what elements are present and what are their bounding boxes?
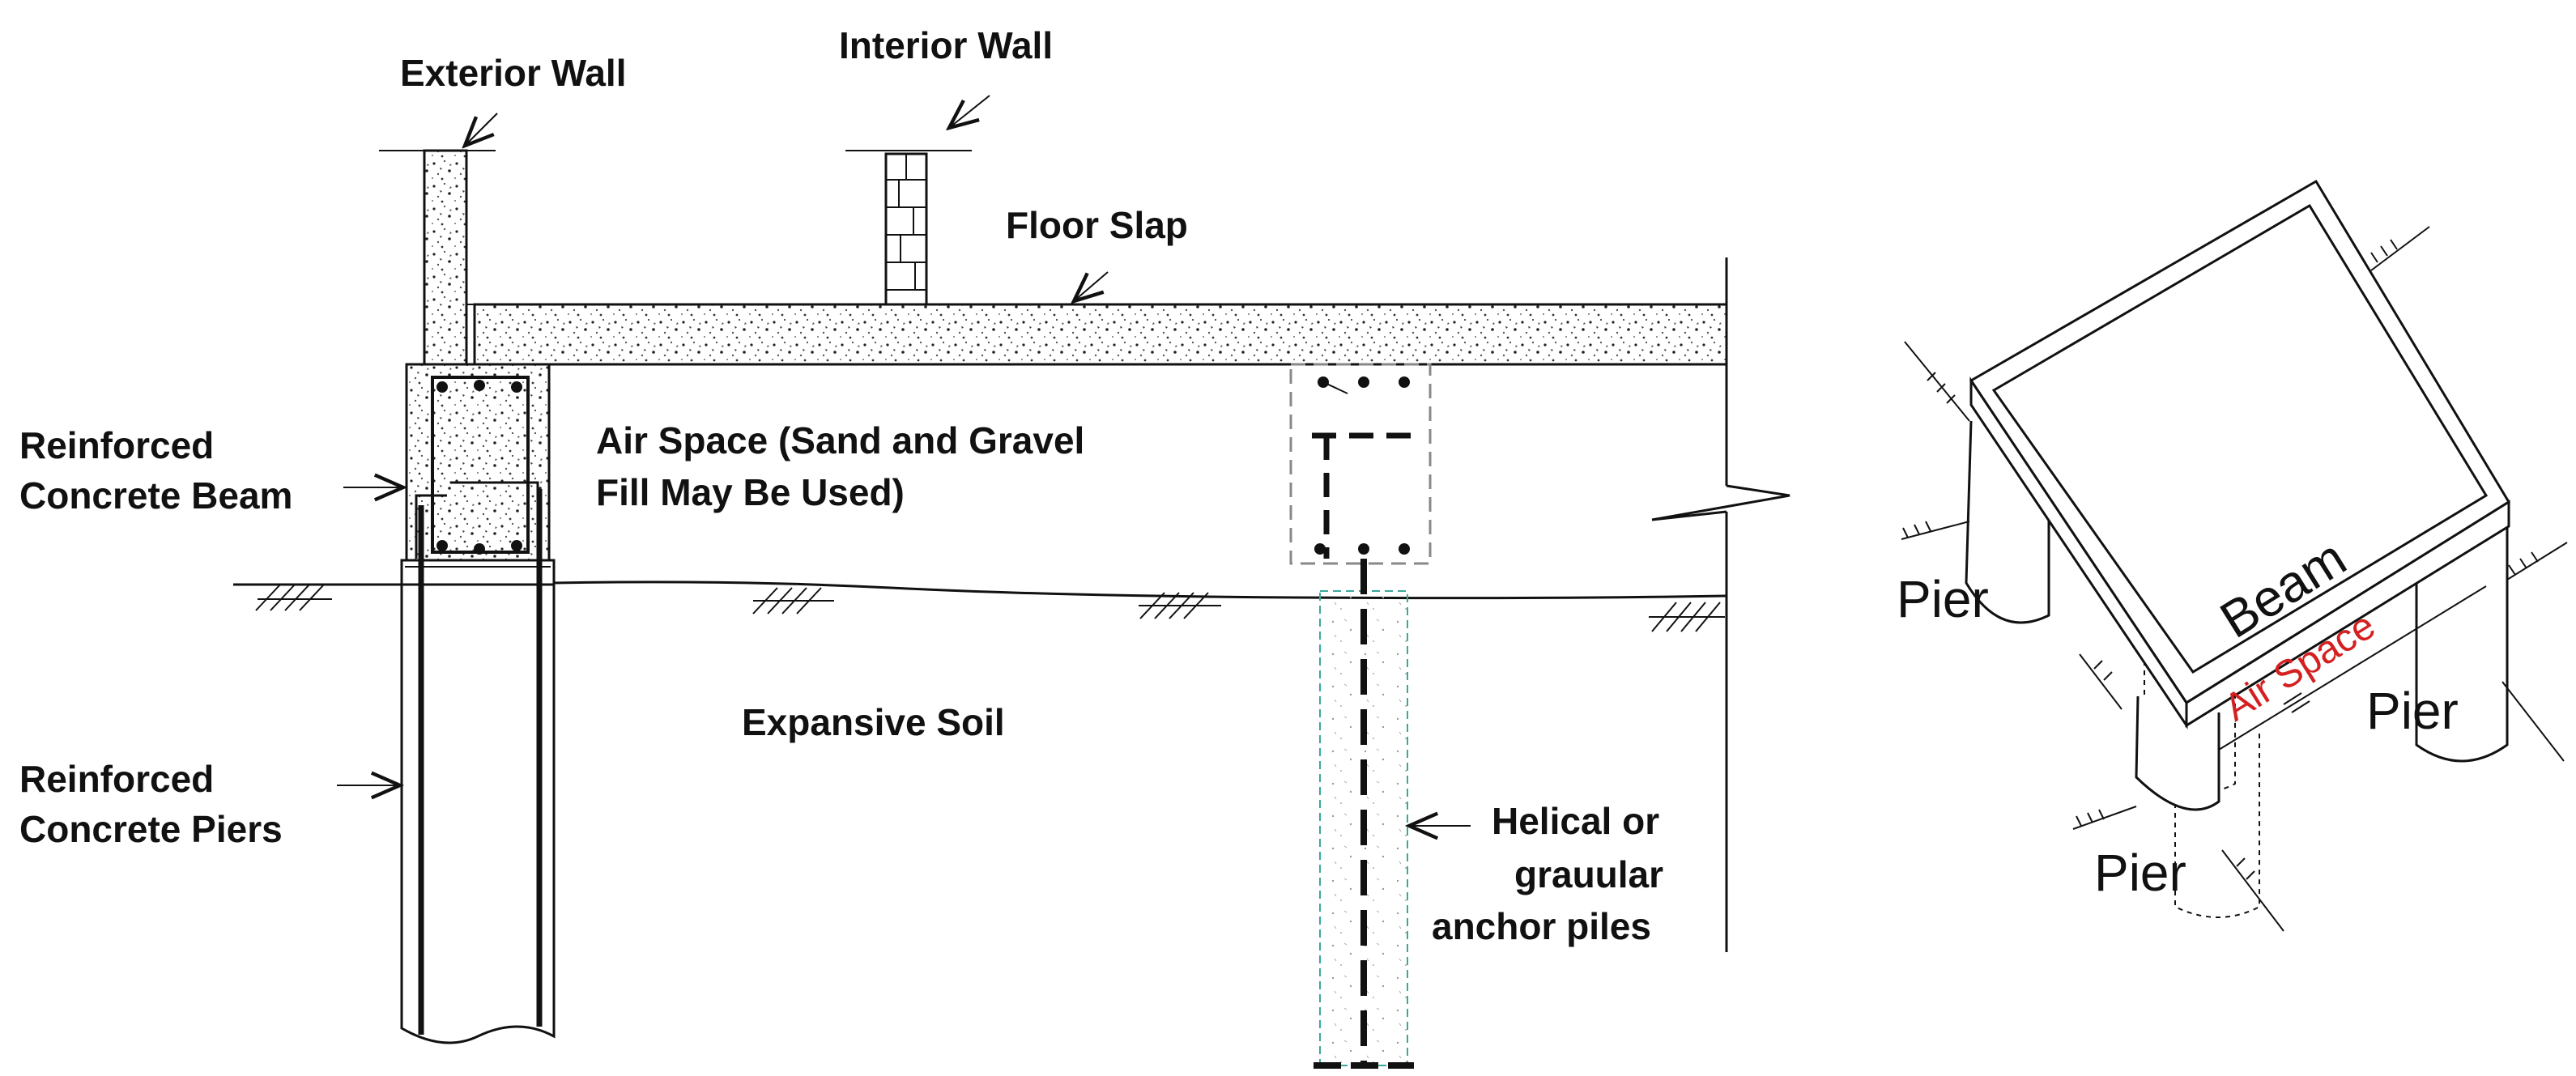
- iso-label-pier-right: Pier: [2366, 682, 2459, 740]
- section-view: Exterior Wall Interior Wall Floor Slap R…: [19, 24, 1790, 1069]
- label-air-space-line1: Air Space (Sand and Gravel: [596, 419, 1084, 461]
- break-line: [1651, 257, 1790, 952]
- leader-arrows: [337, 95, 1471, 826]
- label-piers-line2: Concrete Piers: [19, 808, 283, 850]
- iso-label-pier-left: Pier: [1897, 570, 1989, 628]
- label-anchor-line2: grauular: [1514, 853, 1663, 895]
- iso-slab: [1969, 179, 2511, 751]
- anchor-pile: [1314, 559, 1414, 1069]
- label-piers-line1: Reinforced: [19, 758, 214, 800]
- isometric-view: Beam Air Space Pier Pier Pier: [1897, 179, 2568, 932]
- label-expansive-soil: Expansive Soil: [742, 701, 1005, 743]
- label-anchor-line3: anchor piles: [1432, 905, 1651, 947]
- label-floor-slab: Floor Slap: [1006, 204, 1188, 246]
- label-interior-wall: Interior Wall: [839, 24, 1053, 66]
- label-beam-line2: Concrete Beam: [19, 474, 292, 517]
- iso-hatch: [1901, 226, 2568, 932]
- concrete-pier: [400, 489, 556, 1044]
- label-anchor-line1: Helical or: [1492, 800, 1659, 842]
- interior-wall: [845, 150, 972, 306]
- label-exterior-wall: Exterior Wall: [400, 52, 626, 94]
- label-air-space-line2: Fill May Be Used): [596, 471, 905, 513]
- concrete-beam: [405, 363, 551, 562]
- iso-label-pier-bottom: Pier: [2094, 844, 2186, 902]
- ground-line: [233, 581, 1727, 600]
- ground-hatch: [255, 584, 1725, 632]
- anchor-beam: [1289, 363, 1432, 565]
- floor-slab: [473, 303, 1728, 366]
- label-beam-line1: Reinforced: [19, 424, 214, 466]
